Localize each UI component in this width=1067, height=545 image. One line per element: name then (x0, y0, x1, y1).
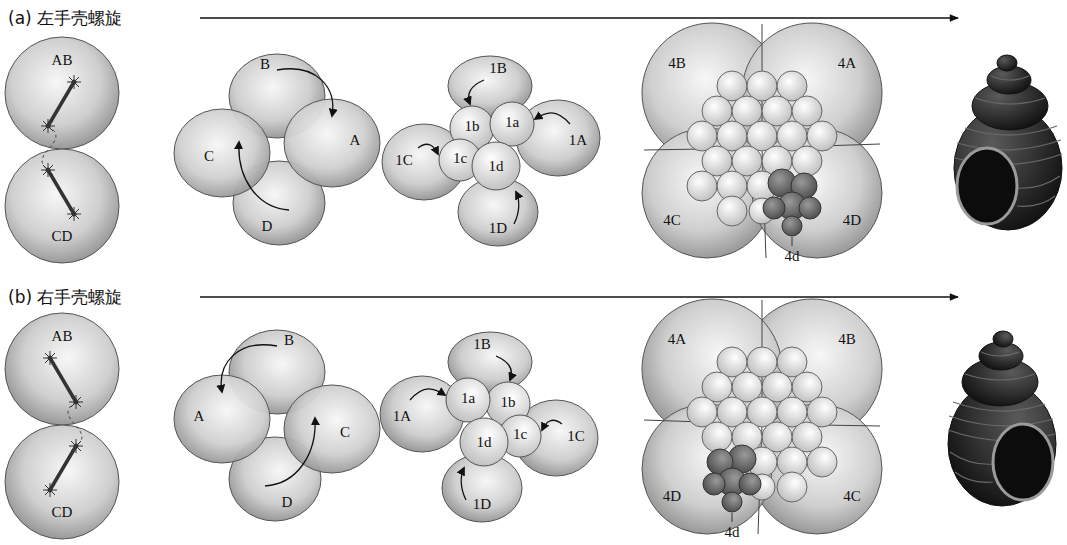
snail-shell (954, 55, 1062, 230)
two-cell-embryo (5, 37, 119, 263)
cell-label: 1d (477, 434, 492, 451)
cell-label: 1A (393, 408, 411, 425)
two-cell-embryo (5, 313, 119, 539)
cell-label: 4A (838, 55, 856, 72)
snail-shell (948, 331, 1056, 506)
cell-label: 1A (569, 132, 587, 149)
cell-label: 1B (489, 60, 507, 77)
cell-label: CD (52, 504, 73, 521)
cell-label: D (282, 494, 293, 511)
late-embryo (642, 23, 882, 258)
cell-label: 1C (567, 428, 585, 445)
cell-label: 1B (473, 336, 491, 353)
cell-label: 1a (505, 114, 519, 131)
cell-label: AB (52, 52, 73, 69)
cell-label: AB (52, 328, 73, 345)
cell-label: B (260, 56, 270, 73)
panel-title: (a) 左手壳螺旋 (8, 9, 122, 28)
cell-label: 1D (473, 496, 491, 513)
eight-cell-embryo (382, 56, 600, 246)
cell-label: 1C (395, 152, 413, 169)
time-arrow (200, 296, 958, 297)
cell-label: 4C (663, 212, 681, 229)
cell-label: 1b (465, 118, 480, 135)
cell-label: 1a (461, 390, 475, 407)
cell-label: 1c (513, 426, 527, 443)
cell-label: 1d (489, 158, 504, 175)
four-cell-embryo (174, 330, 380, 521)
cell-label: 1D (489, 220, 507, 237)
cell-label: 4B (668, 55, 686, 72)
panel-title: (b) 右手壳螺旋 (8, 288, 122, 307)
four-cell-embryo (174, 54, 380, 245)
cell-label: 4d (725, 524, 740, 541)
cell-label: C (340, 424, 350, 441)
cell-label: A (194, 408, 205, 425)
cell-label: 4d (785, 248, 800, 265)
cell-label: 4D (843, 212, 861, 229)
cell-label: A (350, 132, 361, 149)
cell-label: CD (52, 228, 73, 245)
cell-label: 4C (843, 488, 861, 505)
cell-label: 4B (838, 331, 856, 348)
cell-label: C (204, 148, 214, 165)
eight-cell-embryo (380, 332, 598, 522)
time-arrow (200, 17, 958, 18)
cell-label: 1c (453, 150, 467, 167)
cell-label: B (284, 332, 294, 349)
cell-label: 4D (663, 488, 681, 505)
cell-label: 4A (668, 331, 686, 348)
cell-label: D (262, 218, 273, 235)
late-embryo (642, 299, 882, 534)
cell-label: 1b (501, 394, 516, 411)
